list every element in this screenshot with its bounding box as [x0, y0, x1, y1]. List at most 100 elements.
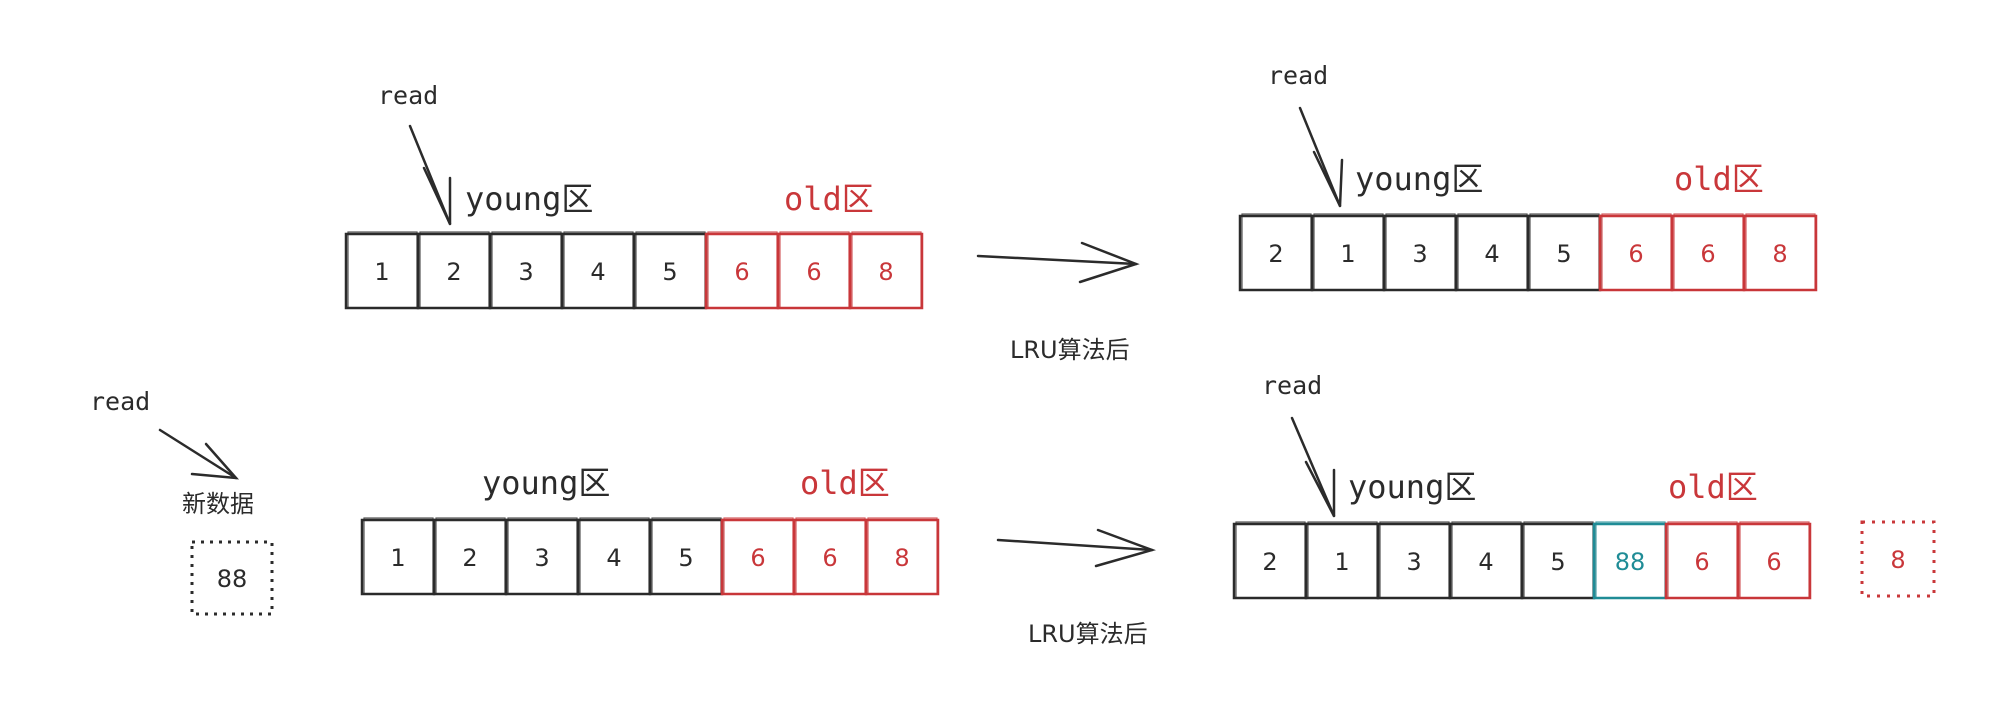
- buffer-cell: 6: [1664, 521, 1740, 600]
- cell-border-sketch: [1739, 521, 1810, 599]
- buffer-cell: 6: [720, 517, 796, 596]
- cell-value: 6: [1628, 240, 1643, 268]
- cell-value: 5: [662, 258, 677, 286]
- buffer-cell: 2: [432, 517, 508, 596]
- buffer-cell: 8: [1742, 213, 1818, 292]
- read-arrow-icon: [158, 428, 240, 480]
- old-zone-label: old区: [784, 180, 874, 218]
- transition-arrow-icon: [996, 528, 1157, 568]
- cell-value: 5: [678, 544, 693, 572]
- buffer-cell: 3: [1376, 521, 1452, 600]
- cell-value: 4: [590, 258, 605, 286]
- read-label: read: [90, 387, 150, 416]
- cell-border-sketch: [867, 517, 938, 595]
- panel-bottom-before: read 新数据 88 young区 old区 1 2 3 4 5 6 6 8: [90, 387, 940, 616]
- old-zone-label: old区: [800, 464, 890, 502]
- cell-value: 3: [534, 544, 549, 572]
- cell-value: 6: [750, 544, 765, 572]
- read-arrow-icon: [1290, 416, 1336, 518]
- buffer-row: 2 1 3 4 5 6 6 8: [1238, 213, 1818, 292]
- young-zone-label: young区: [1348, 468, 1476, 506]
- buffer-cell: 2: [1238, 213, 1314, 292]
- young-zone-label: young区: [1355, 160, 1483, 198]
- old-zone-label: old区: [1674, 160, 1764, 198]
- cell-value: 3: [1412, 240, 1427, 268]
- buffer-cell: 6: [776, 231, 852, 310]
- cell-value: 1: [1334, 548, 1349, 576]
- buffer-cell: 5: [648, 517, 724, 596]
- buffer-cell: 4: [1448, 521, 1524, 600]
- buffer-cell: 4: [576, 517, 652, 596]
- cell-value: 8: [1772, 240, 1787, 268]
- cell-value: 1: [1340, 240, 1355, 268]
- cell-value: 6: [1694, 548, 1709, 576]
- read-arrow-icon: [408, 124, 452, 226]
- cell-value: 88: [1615, 548, 1646, 576]
- cell-value: 5: [1550, 548, 1565, 576]
- cell-value: 3: [518, 258, 533, 286]
- cell-value: 1: [374, 258, 389, 286]
- read-label: read: [1262, 371, 1322, 400]
- cell-border-sketch: [851, 231, 922, 309]
- cell-value: 2: [1262, 548, 1277, 576]
- evicted-value: 8: [1890, 546, 1905, 574]
- cell-value: 1: [390, 544, 405, 572]
- buffer-cell: 3: [1382, 213, 1458, 292]
- buffer-cell: 1: [344, 231, 420, 310]
- cell-value: 4: [1484, 240, 1499, 268]
- young-zone-label: young区: [482, 464, 610, 502]
- cell-value: 6: [734, 258, 749, 286]
- young-zone-label: young区: [465, 180, 593, 218]
- read-arrow-icon: [1298, 106, 1344, 208]
- old-zone-label: old区: [1668, 468, 1758, 506]
- cell-value: 6: [1700, 240, 1715, 268]
- new-data-cell: [190, 540, 274, 616]
- buffer-row: 1 2 3 4 5 6 6 8: [344, 231, 924, 310]
- cell-value: 4: [606, 544, 621, 572]
- buffer-cell: 8: [848, 231, 924, 310]
- buffer-cell: 2: [416, 231, 492, 310]
- transition-arrow-icon: [976, 241, 1140, 284]
- cell-value: 2: [1268, 240, 1283, 268]
- buffer-cell: 8: [864, 517, 940, 596]
- panel-top-before: read young区 old区 1 2 3 4 5 6 6 8: [344, 81, 924, 310]
- buffer-cell: 4: [560, 231, 636, 310]
- cell-value: 8: [878, 258, 893, 286]
- read-label: read: [378, 81, 438, 110]
- transition-caption: LRU算法后: [1028, 620, 1148, 648]
- buffer-cell: 1: [360, 517, 436, 596]
- cell-value: 8: [894, 544, 909, 572]
- buffer-cell: 6: [1598, 213, 1674, 292]
- cell-value: 6: [822, 544, 837, 572]
- cell-value: 6: [806, 258, 821, 286]
- buffer-cell: 3: [504, 517, 580, 596]
- buffer-cell: 5: [1520, 521, 1596, 600]
- buffer-cell: 4: [1454, 213, 1530, 292]
- evicted-cell: [1860, 520, 1936, 598]
- buffer-cell: 6: [1736, 521, 1812, 600]
- cell-value: 2: [462, 544, 477, 572]
- buffer-cell: 5: [632, 231, 708, 310]
- buffer-cell: 3: [488, 231, 564, 310]
- cell-value: 6: [1766, 548, 1781, 576]
- buffer-cell: 88: [1592, 521, 1668, 600]
- transition-caption: LRU算法后: [1010, 336, 1130, 364]
- buffer-cell: 1: [1310, 213, 1386, 292]
- buffer-row: 1 2 3 4 5 6 6 8: [360, 517, 940, 596]
- new-data-label: 新数据: [182, 490, 254, 518]
- buffer-cell: 1: [1304, 521, 1380, 600]
- buffer-cell: 5: [1526, 213, 1602, 292]
- cell-border-sketch: [1745, 213, 1816, 291]
- buffer-cell: 6: [1670, 213, 1746, 292]
- cell-value: 2: [446, 258, 461, 286]
- buffer-cell: 6: [792, 517, 868, 596]
- new-data-value: 88: [217, 565, 248, 593]
- cell-value: 3: [1406, 548, 1421, 576]
- cell-value: 5: [1556, 240, 1571, 268]
- buffer-cell: 2: [1232, 521, 1308, 600]
- buffer-cell: 6: [704, 231, 780, 310]
